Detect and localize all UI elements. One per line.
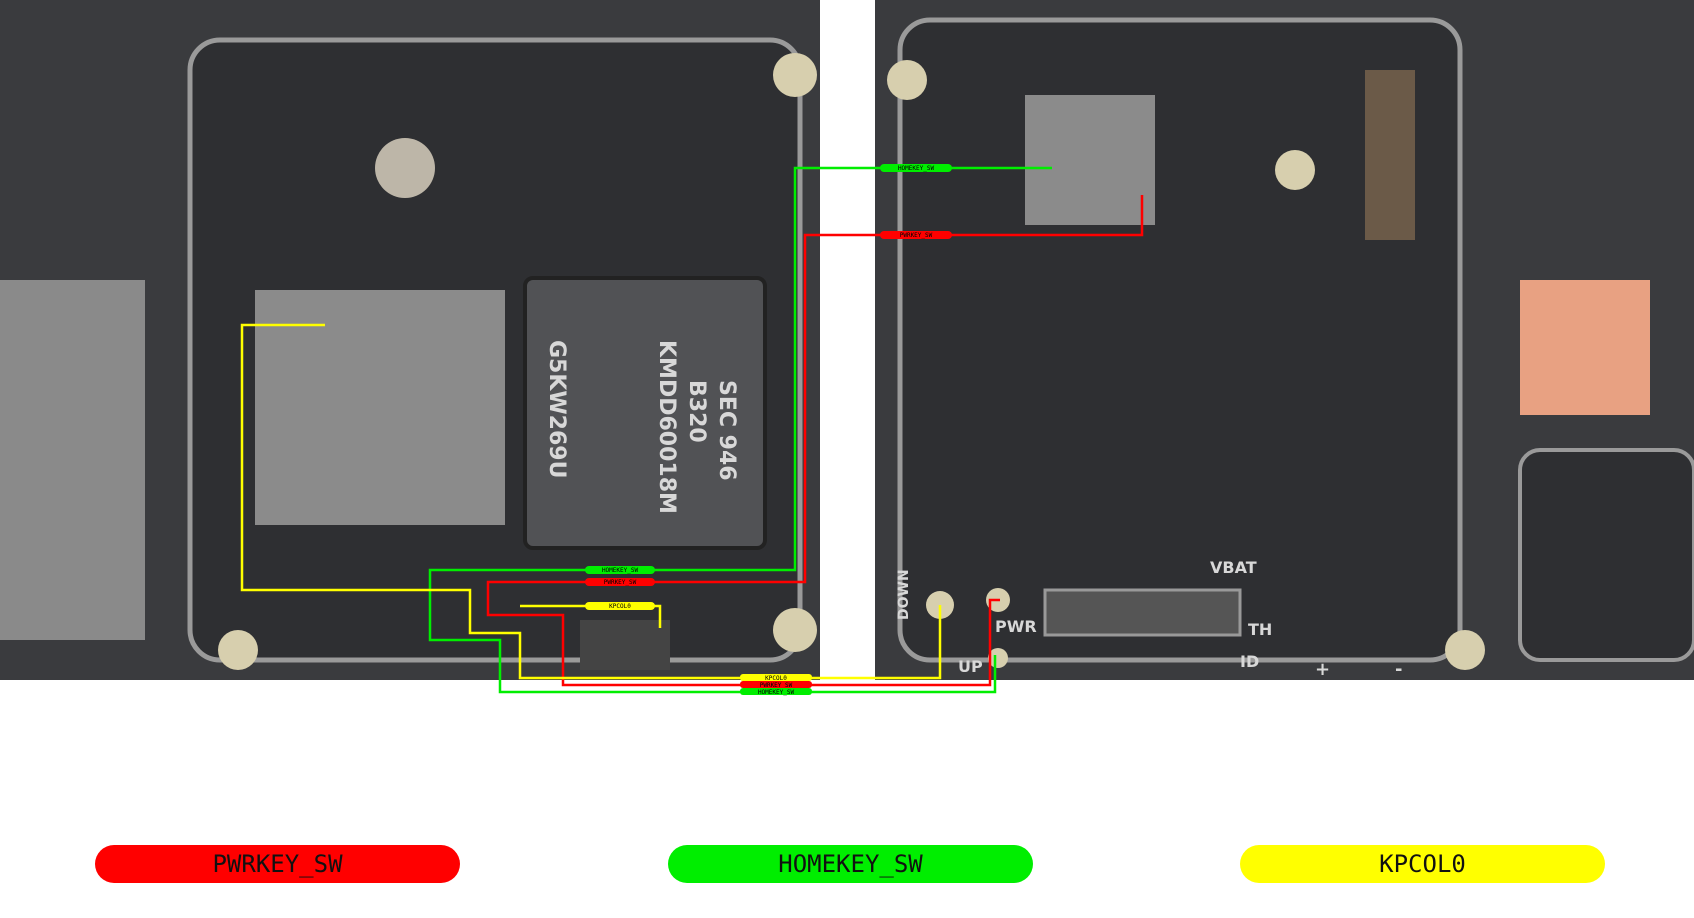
tag-homekey: HOMEKEY_SW [602, 567, 639, 574]
soc-bga [255, 290, 505, 525]
pmic-bga [1025, 95, 1155, 225]
label-th: TH [1248, 620, 1272, 639]
connector [1365, 70, 1415, 240]
tag-pwrkey-bottom: PWRKEY_SW [760, 682, 793, 689]
legend-pwrkey: PWRKEY_SW [95, 845, 460, 883]
label-up: UP [958, 657, 983, 676]
screw-hole [375, 138, 435, 198]
label-plus: + [1315, 659, 1330, 680]
fpc-connector [1043, 588, 1242, 637]
tag-kpcol0-bottom: KPCOL0 [765, 675, 787, 682]
tag-pwrkey: PWRKEY_SW [604, 579, 637, 586]
legend-homekey: HOMEKEY_SW [668, 845, 1033, 883]
trace-homekey [428, 166, 1052, 694]
chip-line4: G5KW269U [544, 340, 569, 478]
chip-line2: B320 [684, 380, 709, 443]
label-id: ID [1240, 652, 1259, 671]
chip-line1: SEC 946 [714, 380, 739, 481]
tag-homekey-bottom: HOMEKEY_SW [758, 689, 795, 696]
label-pwr: PWR [995, 617, 1037, 636]
legend-kpcol0: KPCOL0 [1240, 845, 1605, 883]
label-vbat: VBAT [1210, 558, 1257, 577]
tag-homekey-right: HOMEKEY_SW [898, 165, 935, 172]
label-down: DOWN [896, 569, 912, 620]
sim-tray [0, 280, 145, 640]
tag-kpcol0: KPCOL0 [609, 603, 631, 610]
label-minus: - [1395, 659, 1402, 680]
memory-chip [523, 276, 767, 550]
tag-pwrkey-right: PWRKEY_SW [900, 232, 933, 239]
chip-line3: KMDD60018M [654, 340, 679, 514]
